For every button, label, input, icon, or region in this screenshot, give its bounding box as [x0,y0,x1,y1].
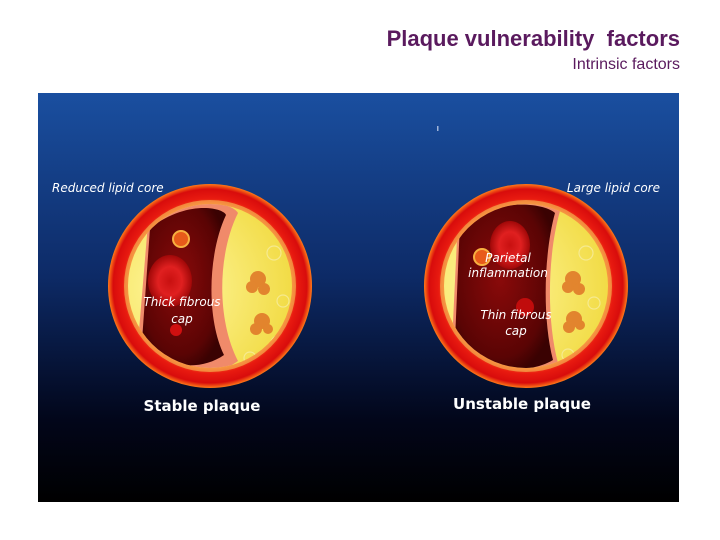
unstable-core-label: Large lipid core [567,181,660,195]
slide-subtitle: Intrinsic factors [572,56,680,73]
stable-red-blood-cell [148,255,192,307]
slide-title: Plaque vulnerability factors [386,26,680,51]
artifact-mark [437,126,439,131]
stable-cap-label-1: Thick fibrous [143,295,220,309]
unstable-inflammation-label-2: inflammation [468,266,548,280]
unstable-vessel [424,184,628,388]
stable-caption: Stable plaque [144,397,261,415]
stable-cell [172,230,190,248]
unstable-red-blood-cell [490,221,530,269]
stable-cell-small [170,324,182,336]
unstable-cell [473,248,491,266]
stable-vessel [108,184,312,388]
unstable-cap-label-2: cap [505,324,527,338]
unstable-cap-label-1: Thin fibrous [480,308,551,322]
plaque-illustration: Reduced lipid core Large lipid core Thic… [38,93,679,502]
unstable-cell-small [516,298,534,316]
unstable-inflammation-label-1: Parietal [485,251,531,265]
unstable-caption: Unstable plaque [453,395,591,413]
unstable-lumen [455,204,555,368]
stable-cap-label-2: cap [171,312,193,326]
stable-core-label: Reduced lipid core [52,181,164,195]
plaque-diagram-svg: Reduced lipid core Large lipid core Thic… [38,93,679,502]
